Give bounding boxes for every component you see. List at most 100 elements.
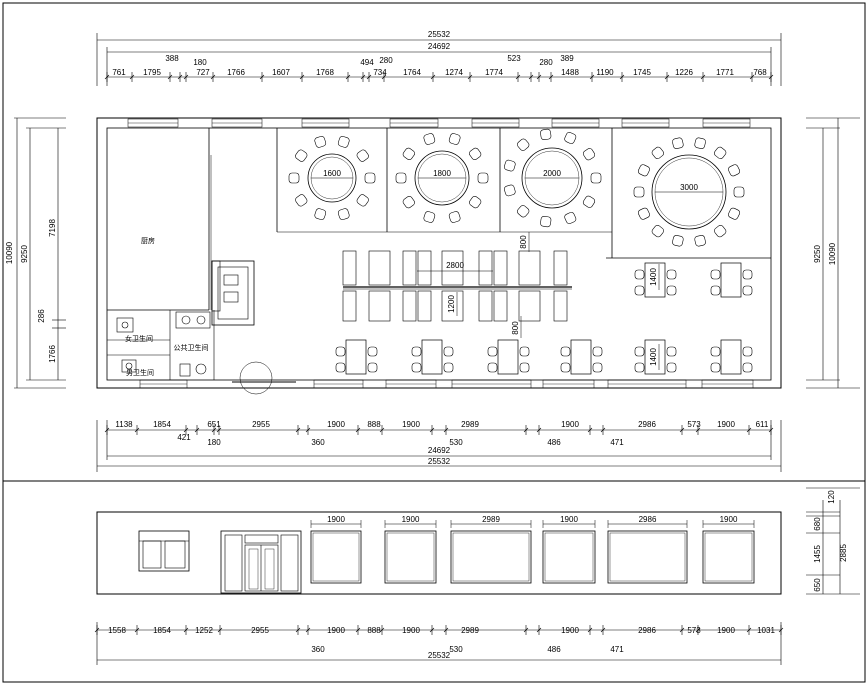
top-dim-segment: 727	[196, 68, 210, 77]
bottom-dim-segment: 1138	[115, 420, 133, 429]
inner-dimensions	[417, 232, 660, 370]
elev-dim-120: 120	[827, 490, 836, 504]
elev-bottom-dim-segment: 2986	[638, 626, 656, 635]
elev-bottom-dim-segment: 1558	[108, 626, 126, 635]
right-inner-dimension: 9250	[813, 245, 822, 263]
bottom-dim-segment: 1900	[717, 420, 735, 429]
elevation-window-width: 1900	[327, 515, 345, 524]
four-seat-tables	[335, 262, 753, 375]
bottom-dim-segment: 1900	[402, 420, 420, 429]
round-table-diameter: 1800	[433, 169, 451, 178]
elevation-window-width: 2989	[482, 515, 500, 524]
elev-dim-1455: 1455	[813, 545, 822, 563]
booth-seating	[342, 250, 572, 322]
men-restroom-label: 男卫生间	[126, 368, 154, 377]
elevation-window-width: 1900	[720, 515, 738, 524]
elev-bottom-dim-segment: 2955	[251, 626, 269, 635]
top-dim-segment: 1226	[675, 68, 693, 77]
public-restroom-label: 公共卫生间	[174, 343, 209, 352]
elev-dim-680: 680	[813, 517, 822, 531]
women-restroom-label: 女卫生间	[125, 334, 153, 343]
inner-top-dimension: 24692	[428, 42, 451, 51]
top-dim-segment: 388	[165, 54, 179, 63]
plan-windows	[127, 118, 754, 389]
bottom-dim-segment: 530	[449, 438, 463, 447]
top-dim-segment: 1764	[403, 68, 421, 77]
elev-bottom-dim-segment: 530	[449, 645, 463, 654]
bottom-dim-segment: 611	[756, 420, 769, 429]
elev-bottom-dim-segment: 1900	[327, 626, 345, 635]
inner-dim-800-top: 800	[519, 235, 528, 249]
inner-dim-800-bottom: 800	[511, 321, 520, 335]
right-total-dimension: 10090	[828, 242, 837, 265]
top-dim-segment: 494	[360, 58, 374, 67]
elev-bottom-dim-segment: 1854	[153, 626, 171, 635]
elev-bottom-dim-segment: 888	[367, 626, 381, 635]
plan-bottom-dimensions	[96, 420, 782, 472]
elev-total-dimension: 2885	[839, 544, 848, 562]
elev-bottom-dim-segment: 1252	[195, 626, 213, 635]
top-dim-segment: 1745	[633, 68, 651, 77]
bottom-total-dimension: 25532	[428, 457, 451, 466]
round-table-diameter: 3000	[680, 183, 698, 192]
elev-bottom-dim-segment: 1900	[561, 626, 579, 635]
inner-dim-1200: 1200	[447, 295, 456, 313]
left-inner-dimension: 9250	[20, 245, 29, 263]
top-dim-segment: 523	[507, 54, 521, 63]
bottom-dim-segment: 2989	[461, 420, 479, 429]
round-tables: 1600 1800 2000 3000	[288, 128, 745, 247]
top-dim-segment: 734	[373, 68, 387, 77]
elev-bottom-dim-segment: 360	[311, 645, 325, 654]
elevation-window-width: 1900	[560, 515, 578, 524]
front-elevation	[96, 511, 782, 595]
bottom-dim-segment: 573	[687, 420, 701, 429]
elevation-bottom-dimensions	[94, 622, 784, 665]
top-dim-segment: 761	[112, 68, 126, 77]
plan-walls	[96, 117, 782, 395]
bottom-dim-segment: 180	[207, 438, 221, 447]
top-dim-segment: 280	[539, 58, 553, 67]
top-dim-segment: 180	[193, 58, 207, 67]
top-dim-segment: 1766	[227, 68, 245, 77]
round-table-diameter: 2000	[543, 169, 561, 178]
top-dim-segment: 768	[753, 68, 767, 77]
elevation-windows: 1900 1900 2989 1900 2986 1900	[310, 515, 755, 584]
elev-bottom-dim-segment: 1900	[717, 626, 735, 635]
top-dim-segment: 1607	[272, 68, 290, 77]
top-dim-segment: 1771	[716, 68, 734, 77]
top-dim-segment: 1795	[143, 68, 161, 77]
elev-bottom-dim-segment: 1900	[402, 626, 420, 635]
top-dim-segment: 1488	[561, 68, 579, 77]
bottom-dim-segment: 360	[311, 438, 325, 447]
left-total-dimension: 10090	[5, 241, 14, 264]
inner-dim-1400-upper: 1400	[649, 268, 658, 286]
inner-dim-2800: 2800	[446, 261, 464, 270]
bottom-dim-segment: 2986	[638, 420, 656, 429]
elevation-window-width: 1900	[402, 515, 420, 524]
bottom-dim-segment: 486	[547, 438, 561, 447]
round-table-diameter: 1600	[323, 169, 341, 178]
bottom-dim-segment: 471	[610, 438, 624, 447]
elev-bottom-total: 25532	[428, 651, 451, 660]
elev-dim-650: 650	[813, 578, 822, 592]
left-lower-dimension: 1766	[48, 345, 57, 363]
bottom-dim-segment: 651	[207, 420, 221, 429]
bottom-dim-segment: 2955	[252, 420, 270, 429]
right-dimensions	[806, 117, 860, 389]
top-dim-segment: 389	[560, 54, 574, 63]
kitchen-label: 厨房	[141, 236, 155, 245]
elevation-window-width: 2986	[639, 515, 657, 524]
top-dim-segment: 1774	[485, 68, 503, 77]
elev-bottom-dim-segment: 471	[610, 645, 624, 654]
bottom-dim-segment: 1900	[561, 420, 579, 429]
top-dim-segment: 280	[379, 56, 393, 65]
top-dimensions	[96, 33, 782, 86]
top-dim-segment: 1274	[445, 68, 463, 77]
inner-dim-1400-lower: 1400	[649, 348, 658, 366]
restroom-fixtures	[116, 311, 211, 377]
top-dim-segment: 1768	[316, 68, 334, 77]
elev-bottom-dim-segment: 1031	[757, 626, 775, 635]
left-upper-dimension: 7198	[48, 219, 57, 237]
